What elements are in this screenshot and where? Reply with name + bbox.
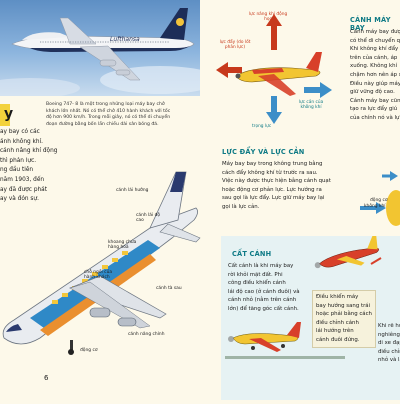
rudder-note: Điều khiển máy bay hướng sang trái hoặc … xyxy=(312,290,376,348)
wing-section-title: CÁNH MÁY BAY xyxy=(350,16,391,32)
yellow-block xyxy=(0,104,10,126)
photo-caption: Boeing 747- 8 là một trong những loại má… xyxy=(46,102,194,128)
thrust-line: Việc này được thực hiện bằng cánh quạt xyxy=(222,178,331,185)
rudder-line: bay hướng sang trái xyxy=(316,302,371,309)
label-cargo: khoang chứa hàng hoá xyxy=(108,240,137,251)
caption-line: khách lớn nhất. Nó có thể chở 410 hành k… xyxy=(46,108,171,114)
takeoff-line: cánh nhỏ (nằm trên cánh xyxy=(228,297,297,304)
thrust-line: gọi là lực cản. xyxy=(222,203,260,210)
wing-line: trên của cánh, áp xyxy=(350,54,398,61)
drag-label: lực cản của không khí xyxy=(298,100,324,111)
wing-line: tạo ra lực đẩy giú xyxy=(350,106,398,113)
wing-line: của chính nó và lự xyxy=(350,114,400,121)
lift-label-text: lực nâng khí động học xyxy=(248,12,288,23)
takeoff-line: Cất cánh là khi máy bay xyxy=(228,263,294,269)
weight-label: trọng lực xyxy=(252,124,272,129)
rudder-line: cánh đuôi đứng. xyxy=(316,336,360,343)
thrust-line: hoặc động cơ phản lực. Lực hướng ra xyxy=(222,186,322,193)
label-flap: cánh tà sau xyxy=(156,286,182,291)
thrust-line: sau gọi là lực đẩy. Lực giữ máy bay lại xyxy=(222,195,325,202)
takeoff-line: lái độ cao (ở cánh đuôi) và xyxy=(228,288,300,295)
label-rudder: cánh lái hướng xyxy=(116,188,149,193)
thrust-section-title: LỰC ĐẨY VÀ LỰC CẢN xyxy=(222,148,305,156)
intro-text: ay bay có các ánh không khí. cánh nâng k… xyxy=(0,128,110,205)
wing-line: chậm hơn nên áp s xyxy=(350,71,400,78)
takeoff-line: rời khỏi mặt đất. Phi xyxy=(228,271,283,278)
thrust-line: cách đẩy không khí từ trước ra sau. xyxy=(222,169,318,176)
intro-line: ay và đón sự. xyxy=(0,196,39,203)
rudder-line: lái hướng trên xyxy=(316,328,354,335)
drop-letter: y xyxy=(4,106,14,122)
intro-line: thì phản lực. xyxy=(0,157,37,164)
rudder-line: hoặc phải bằng cách xyxy=(316,311,372,318)
wing-line: xuống. Không khí xyxy=(350,63,398,70)
intro-line: ay bay có các xyxy=(0,129,40,135)
thrust-section-text: Máy bay bay trong không trung bằng cách … xyxy=(222,160,331,212)
caption-line: đoạn đường bằng bốn lần chiều dài sân bó… xyxy=(46,121,159,127)
takeoff-line: công điều khiển cánh xyxy=(228,280,286,287)
lift-label: lực nâng khí động học xyxy=(248,12,288,23)
wing-section-text: Cánh máy bay đượ có thể di chuyển q Khi … xyxy=(350,28,400,123)
takeoff-line: lớn) để tăng góc cất cánh. xyxy=(228,305,299,312)
banking-line: điều chỉnh xyxy=(378,348,400,355)
engine-airflow-diagram xyxy=(356,168,400,232)
page-number: 6 xyxy=(44,374,49,382)
livery-text: Lufthansa xyxy=(110,36,140,43)
label-main-wing: cánh nâng chính xyxy=(128,332,165,337)
takeoff-text: Cất cánh là khi máy bay rời khỏi mặt đất… xyxy=(228,262,300,314)
intro-line: ay đã được phát xyxy=(0,186,48,193)
banking-line: Khi rẽ hướ xyxy=(378,323,400,329)
takeoff-title: CẤT CÁNH xyxy=(232,250,272,258)
takeoff-panel xyxy=(221,235,400,400)
banking-text: Khi rẽ hướ nghiêng c di xe đạp điều chỉn… xyxy=(378,322,400,365)
wing-line: Cánh máy bay cũn xyxy=(350,97,400,104)
banking-line: di xe đạp xyxy=(378,340,400,347)
wing-line: Khi không khí đẩy xyxy=(350,46,399,53)
intro-line: ánh không khí. xyxy=(0,138,44,145)
cutaway-airplane xyxy=(0,168,205,368)
caption-line: độ hơn 900 km/h. Trong mỗi giây, nó có t… xyxy=(46,115,171,121)
rudder-line: Điều khiển máy xyxy=(316,294,359,300)
banking-line: nghiêng c xyxy=(378,331,400,338)
boeing-747-photo: Lufthansa xyxy=(0,0,200,96)
air-label: không khí xyxy=(364,204,386,209)
forces-diagram xyxy=(212,10,344,138)
thrust-line: Máy bay bay trong không trung bằng xyxy=(222,161,323,167)
rudder-line: điều chỉnh cánh xyxy=(316,319,359,326)
label-engine: động cơ xyxy=(80,348,98,353)
caption-line: Boeing 747- 8 là một trong những loại má… xyxy=(46,102,165,107)
banking-line: nhỏ và lái xyxy=(378,357,400,364)
thrust-label: lực đẩy (do lốt phản lực) xyxy=(219,40,251,51)
engine-label: động cơ xyxy=(370,198,388,203)
wing-line: có thể di chuyển q xyxy=(350,37,400,44)
wing-line: Điều này giúp máy xyxy=(350,80,400,87)
intro-line: ng đầu tiên xyxy=(0,167,34,174)
label-elevator: cánh lái độ cao xyxy=(136,213,161,224)
intro-line: năm 1903, đến xyxy=(0,176,45,183)
intro-line: cánh nâng khí động xyxy=(0,148,58,155)
wing-line: giữ vững độ cao. xyxy=(350,89,395,96)
wing-line: Cánh máy bay đượ xyxy=(350,29,400,35)
label-seats: chỗ ngồi của hành khách xyxy=(84,270,113,281)
